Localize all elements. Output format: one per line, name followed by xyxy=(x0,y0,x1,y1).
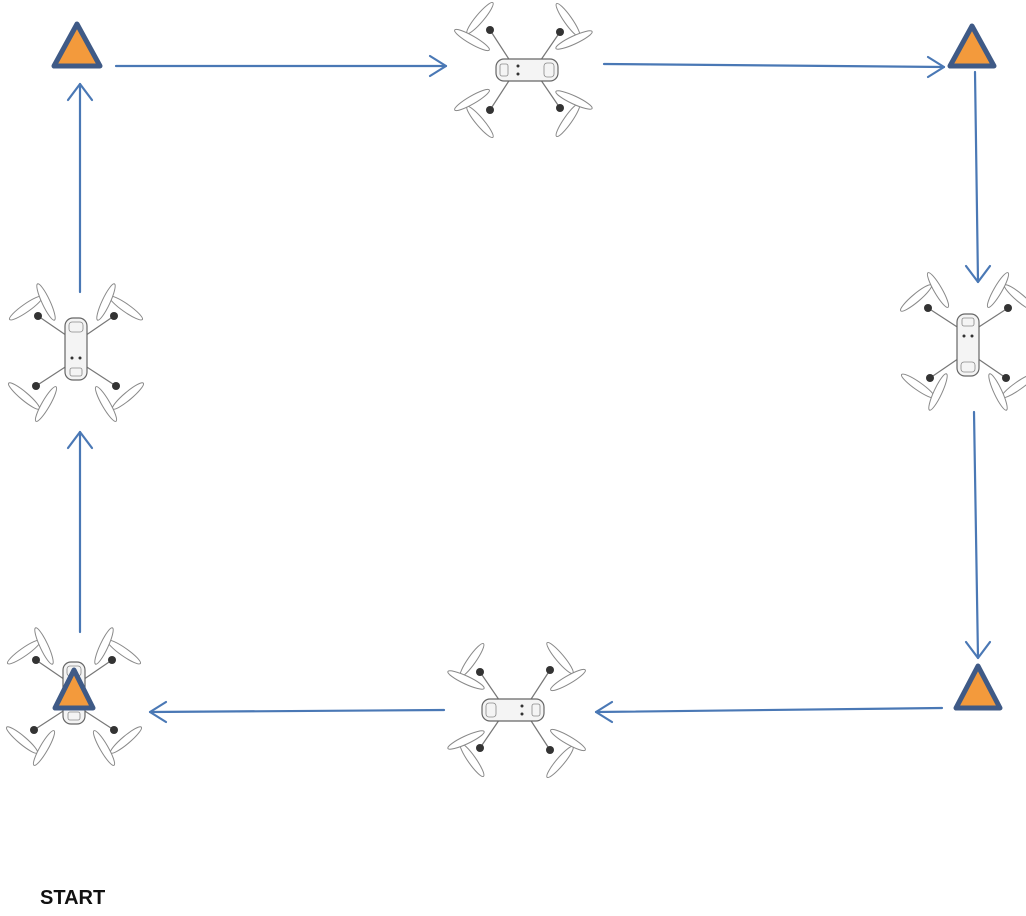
arrow-head-icon xyxy=(594,700,614,724)
path-line-bottom-right xyxy=(594,706,944,714)
arrow-head-icon xyxy=(148,700,168,724)
path-line-right-lower xyxy=(972,410,980,660)
marker-triangle-icon-bottom-right xyxy=(953,663,1003,711)
arrow-head-icon xyxy=(964,640,992,660)
marker-triangle-icon-start xyxy=(52,667,96,711)
start-label: START xyxy=(40,887,106,909)
drone-icon-middle-left xyxy=(5,281,147,424)
drone-icon-middle-bottom xyxy=(445,639,588,781)
arrow-head-icon xyxy=(66,82,94,102)
arrow-head-icon xyxy=(964,264,992,284)
path-line-right-upper xyxy=(973,70,980,284)
drone-icon-middle-right xyxy=(897,270,1026,413)
path-line-bottom-left xyxy=(148,708,446,714)
drone-icon-middle-top xyxy=(452,0,595,141)
path-line-top-right xyxy=(602,62,946,69)
arrow-head-icon xyxy=(926,55,946,79)
arrow-head-icon xyxy=(66,430,94,450)
marker-triangle-icon-top-right xyxy=(947,23,997,69)
marker-triangle-icon-top-left xyxy=(51,21,103,69)
arrow-head-icon xyxy=(428,54,448,78)
